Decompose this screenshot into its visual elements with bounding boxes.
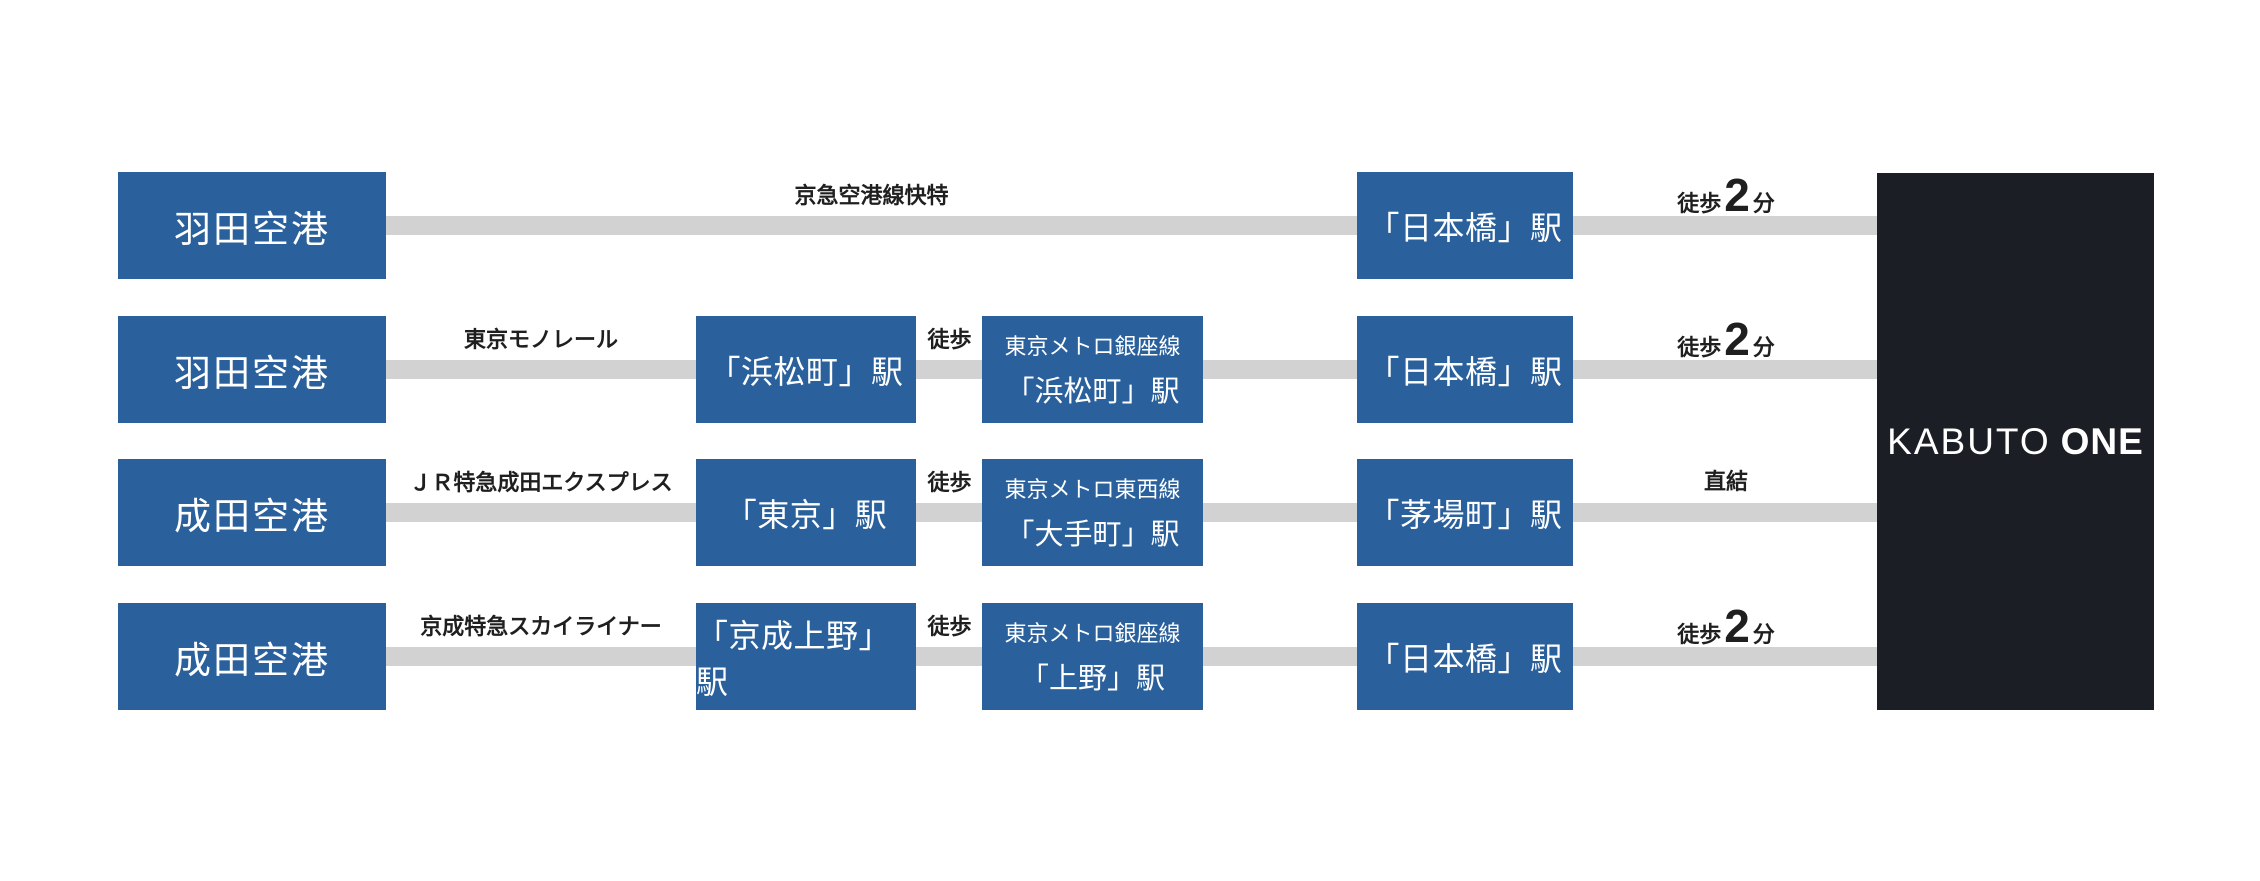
route-label: ＪＲ特急成田エクスプレス — [409, 470, 673, 495]
direct-connection-text: 直結 — [1703, 469, 1748, 494]
kabuto-one-logo-light: KABUTO — [1887, 420, 2051, 462]
airport-label: 羽田空港 — [174, 352, 330, 394]
metro-line-label: 東京メトロ東西線 — [1004, 477, 1181, 502]
final-station-label: 「日本橋」駅 — [1367, 209, 1563, 246]
airport-label: 羽田空港 — [174, 208, 330, 250]
route-connector-line — [384, 216, 1879, 235]
kabuto-one-building: KABUTO ONE — [1877, 173, 2154, 710]
walk-label: 徒歩 — [927, 470, 972, 495]
mid-station-box: 「東京」駅 — [696, 459, 916, 566]
airport-box: 成田空港 — [118, 603, 386, 710]
metro-station-box: 東京メトロ東西線 「大手町」駅 — [982, 459, 1203, 566]
route-row-haneda-monorail: 羽田空港 東京モノレール 「浜松町」駅 徒歩 東京メトロ銀座線 「浜松町」駅 「… — [0, 316, 2260, 423]
route-label: 東京モノレール — [463, 327, 618, 352]
airport-box: 羽田空港 — [118, 316, 386, 423]
airport-box: 成田空港 — [118, 459, 386, 566]
walk-minutes-number: 2 — [1724, 313, 1750, 365]
metro-station-label: 「浜松町」駅 — [1005, 376, 1180, 408]
final-station-box: 「日本橋」駅 — [1357, 603, 1573, 710]
exit-direct-label: 直結 — [1577, 461, 1875, 503]
final-station-label: 「日本橋」駅 — [1367, 353, 1563, 390]
minutes-unit-text: 分 — [1752, 335, 1775, 360]
final-station-box: 「日本橋」駅 — [1357, 172, 1573, 279]
minutes-unit-text: 分 — [1752, 622, 1775, 647]
metro-line-label: 東京メトロ銀座線 — [1004, 621, 1181, 646]
route-row-narita-skyliner: 成田空港 京成特急スカイライナー 「京成上野」駅 徒歩 東京メトロ銀座線 「上野… — [0, 603, 2260, 710]
kabuto-one-logo-bold: ONE — [2060, 420, 2144, 462]
mid-station-box: 「浜松町」駅 — [696, 316, 916, 423]
minutes-unit-text: 分 — [1752, 191, 1775, 216]
mid-station-label: 「浜松町」駅 — [708, 353, 904, 390]
mid-station-box: 「京成上野」駅 — [696, 603, 916, 710]
metro-station-box: 東京メトロ銀座線 「上野」駅 — [982, 603, 1203, 710]
route-label: 京急空港線快特 — [794, 183, 949, 208]
walk-minutes-number: 2 — [1724, 600, 1750, 652]
final-station-label: 「日本橋」駅 — [1367, 640, 1563, 677]
walk-minutes-number: 2 — [1724, 169, 1750, 221]
metro-station-label: 「上野」駅 — [1019, 663, 1165, 695]
walk-text: 徒歩 — [1677, 335, 1722, 360]
route-row-narita-nex: 成田空港 ＪＲ特急成田エクスプレス 「東京」駅 徒歩 東京メトロ東西線 「大手町… — [0, 459, 2260, 566]
final-station-box: 「日本橋」駅 — [1357, 316, 1573, 423]
route-row-haneda-keikyu: 羽田空港 京急空港線快特 「日本橋」駅 徒歩 2 分 — [0, 172, 2260, 279]
metro-station-label: 「大手町」駅 — [1005, 519, 1180, 551]
airport-box: 羽田空港 — [118, 172, 386, 279]
airport-label: 成田空港 — [174, 639, 330, 681]
exit-walk-label: 徒歩 2 分 — [1577, 600, 1875, 652]
exit-walk-label: 徒歩 2 分 — [1577, 169, 1875, 221]
airport-label: 成田空港 — [174, 495, 330, 537]
mid-station-label: 「京成上野」駅 — [696, 617, 892, 700]
final-station-box: 「茅場町」駅 — [1357, 459, 1573, 566]
walk-label: 徒歩 — [927, 327, 972, 352]
final-station-label: 「茅場町」駅 — [1367, 496, 1563, 533]
route-label: 京成特急スカイライナー — [420, 614, 662, 639]
metro-station-box: 東京メトロ銀座線 「浜松町」駅 — [982, 316, 1203, 423]
mid-station-label: 「東京」駅 — [724, 496, 888, 533]
walk-label: 徒歩 — [927, 614, 972, 639]
exit-walk-label: 徒歩 2 分 — [1577, 313, 1875, 365]
walk-text: 徒歩 — [1677, 622, 1722, 647]
metro-line-label: 東京メトロ銀座線 — [1004, 334, 1181, 359]
walk-text: 徒歩 — [1677, 191, 1722, 216]
